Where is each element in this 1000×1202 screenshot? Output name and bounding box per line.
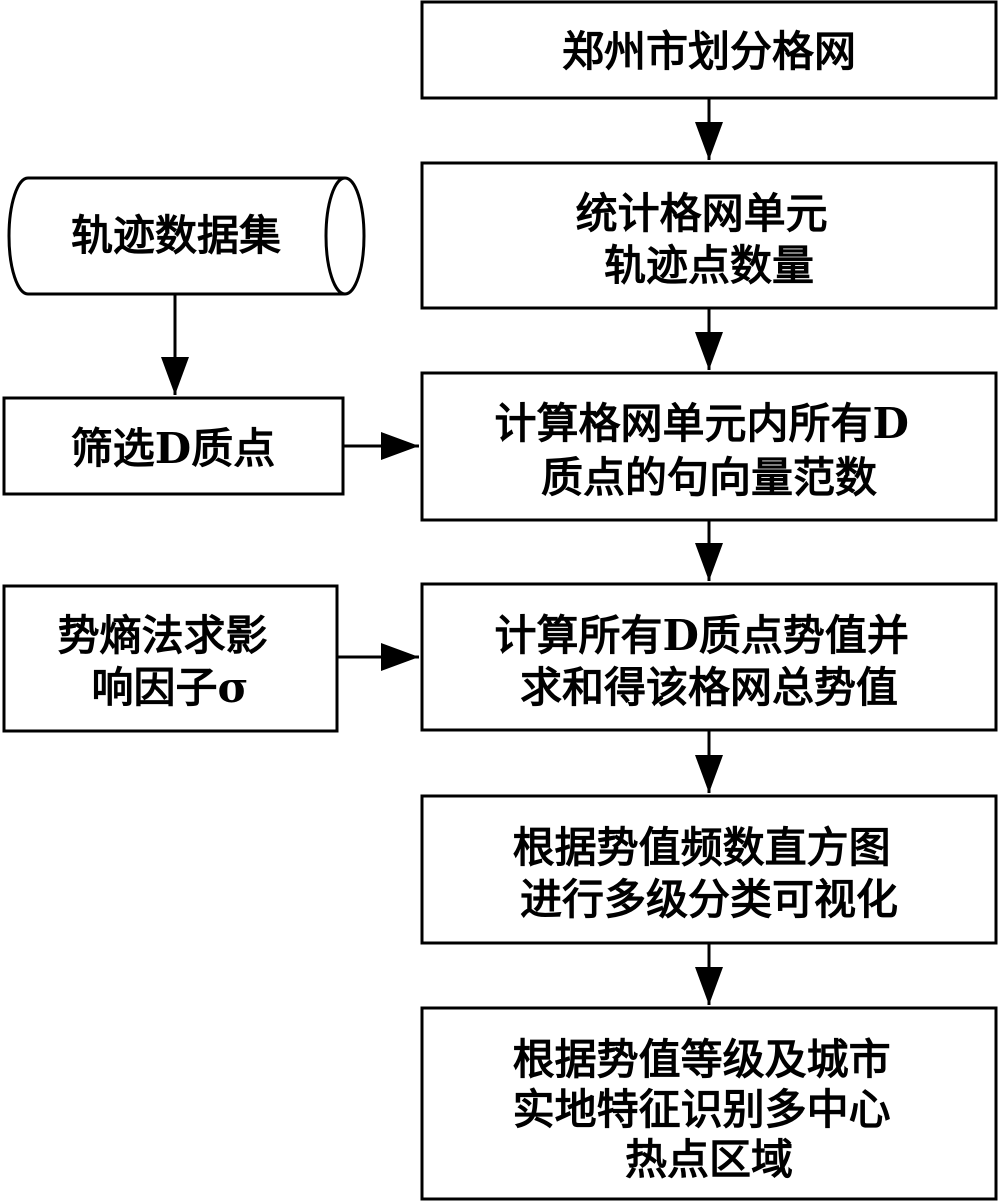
node-impact-factor-box: [2, 584, 339, 733]
node-trajectory-dataset-line-1: 轨迹数据集: [71, 211, 281, 260]
node-grid-division-box: [420, 0, 998, 100]
svg-text:根据势值频数直方图 进行多级分类可视化: 根据势值频数直方图 进行多级分类可视化: [513, 823, 906, 924]
node-compute-potential: 计算所有D质点势值并 求和得该格网总势值: [420, 582, 998, 732]
svg-text:计算格网单元内所有D 质点的句向量范数: 计算格网单元内所有D 质点的句向量范数: [494, 399, 923, 502]
svg-text:势熵法求影 响因子σ: 势熵法求影 响因子σ: [58, 611, 283, 712]
node-identify-hotspots-line-1: 根据势值等级及城市: [513, 1035, 891, 1084]
node-classify-visualize-box: [420, 794, 998, 945]
node-compute-norm-line-1: 计算格网单元内所有D: [494, 399, 908, 448]
node-compute-potential-box: [420, 582, 998, 732]
node-identify-hotspots-box: [420, 1006, 998, 1201]
node-trajectory-dataset-inner-curve: [324, 176, 346, 296]
svg-text:轨迹数据集: 轨迹数据集: [71, 211, 281, 260]
node-count-points-box: [420, 161, 998, 310]
node-classify-visualize-line-1: 根据势值频数直方图: [513, 823, 891, 872]
node-trajectory-dataset: 轨迹数据集: [7, 176, 366, 296]
svg-text:根据势值等级及城市 实地特征识别多中心: 根据势值等级及城市 实地特征识别多中心 热点区域: [513, 1035, 906, 1184]
svg-text:计算所有D质点势值并 求和得该格网总势值: 计算所有D质点势值并 求和得该格网总势值: [494, 611, 923, 712]
node-impact-factor-line-2: 响因子σ: [92, 663, 249, 712]
node-filter-d-points: 筛选D质点: [2, 396, 345, 496]
svg-text:郑州市划分格网: 郑州市划分格网: [562, 27, 856, 76]
node-compute-potential-line-2: 求和得该格网总势值: [520, 663, 898, 712]
node-compute-norm-line-2: 质点的句向量范数: [541, 453, 877, 502]
node-classify-visualize-line-2: 进行多级分类可视化: [520, 875, 898, 924]
node-impact-factor-line-1: 势熵法求影: [58, 611, 268, 660]
node-grid-division: 郑州市划分格网: [420, 0, 998, 100]
node-count-points-line-2: 轨迹点数量: [604, 241, 814, 290]
svg-text:统计格网单元 轨迹点数量: 统计格网单元 轨迹点数量: [576, 189, 843, 290]
node-impact-factor: 势熵法求影 响因子σ: [2, 584, 339, 733]
node-count-points-line-1: 统计格网单元: [576, 189, 828, 238]
node-compute-potential-line-1: 计算所有D质点势值并: [494, 611, 908, 660]
svg-text:筛选D质点: 筛选D质点: [71, 424, 275, 473]
node-identify-hotspots-line-3: 热点区域: [625, 1135, 793, 1184]
node-compute-norm-box: [420, 371, 998, 522]
node-grid-division-line-1: 郑州市划分格网: [562, 27, 856, 76]
node-compute-norm: 计算格网单元内所有D 质点的句向量范数: [420, 371, 998, 522]
node-count-points: 统计格网单元 轨迹点数量: [420, 161, 998, 310]
node-identify-hotspots: 根据势值等级及城市 实地特征识别多中心 热点区域: [420, 1006, 998, 1201]
node-filter-d-points-box: [2, 396, 345, 496]
node-classify-visualize: 根据势值频数直方图 进行多级分类可视化: [420, 794, 998, 945]
node-filter-d-points-line-1: 筛选D质点: [71, 424, 275, 473]
node-identify-hotspots-line-2: 实地特征识别多中心: [513, 1085, 891, 1134]
